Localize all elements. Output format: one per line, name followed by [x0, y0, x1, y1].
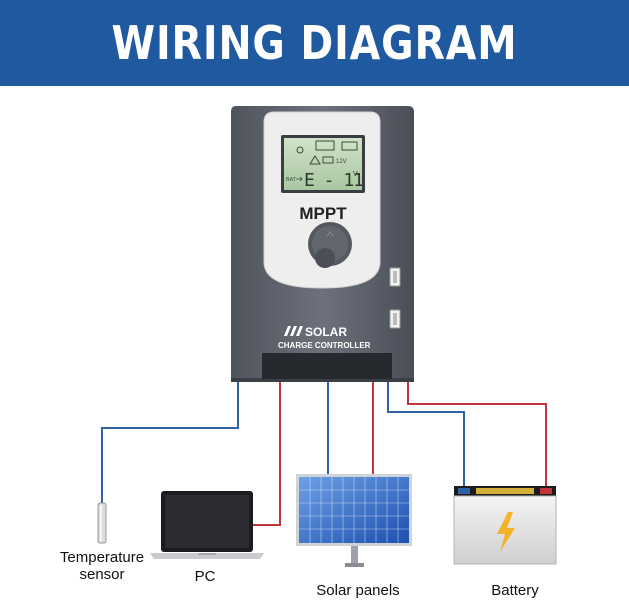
lcd-bat-label: BAT — [286, 177, 297, 183]
lcd-unit: V — [353, 171, 358, 178]
brand-line2: CHARGE CONTROLLER — [278, 341, 371, 350]
terminal-strip — [262, 353, 392, 379]
wires — [101, 380, 547, 526]
laptop-icon — [150, 491, 264, 559]
wire-battery-blue — [387, 380, 465, 488]
temperature-sensor-label: Temperature sensor — [50, 549, 154, 583]
battery-label: Battery — [491, 582, 539, 599]
header-banner — [0, 0, 629, 86]
temperature-sensor-label-line1: Temperature — [59, 549, 145, 566]
bulb-icon — [296, 146, 304, 154]
charge-controller: 12V BAT E - 11 V MPPT SOLAR CHARGE CONTR… — [231, 106, 414, 382]
pc-label: PC — [194, 568, 216, 585]
lcd-battery-icon — [322, 156, 334, 164]
lcd-display: 12V BAT E - 11 V — [281, 135, 365, 193]
lightning-icon — [497, 512, 515, 552]
wire-temperature-sensor — [101, 380, 239, 505]
arrow-right-icon — [296, 176, 303, 182]
solar-panels-label: Solar panels — [316, 582, 400, 599]
lcd-main-readout: E - 11 — [304, 170, 363, 191]
control-button — [308, 222, 352, 268]
brand-line1: SOLAR — [305, 325, 347, 339]
wire-battery-red — [407, 380, 547, 488]
solar-panel-icon — [296, 474, 412, 567]
wire-pc — [252, 380, 281, 526]
brand-logo-icon — [284, 326, 303, 336]
temperature-sensor — [97, 502, 107, 544]
warning-icon — [309, 155, 321, 165]
lcd-voltage-badge: 12V — [336, 159, 347, 165]
temperature-sensor-label-line2: sensor — [79, 566, 125, 583]
page-title: WIRING DIAGRAM — [111, 16, 518, 70]
battery-icon — [453, 486, 557, 565]
model-text: MPPT — [299, 204, 347, 223]
